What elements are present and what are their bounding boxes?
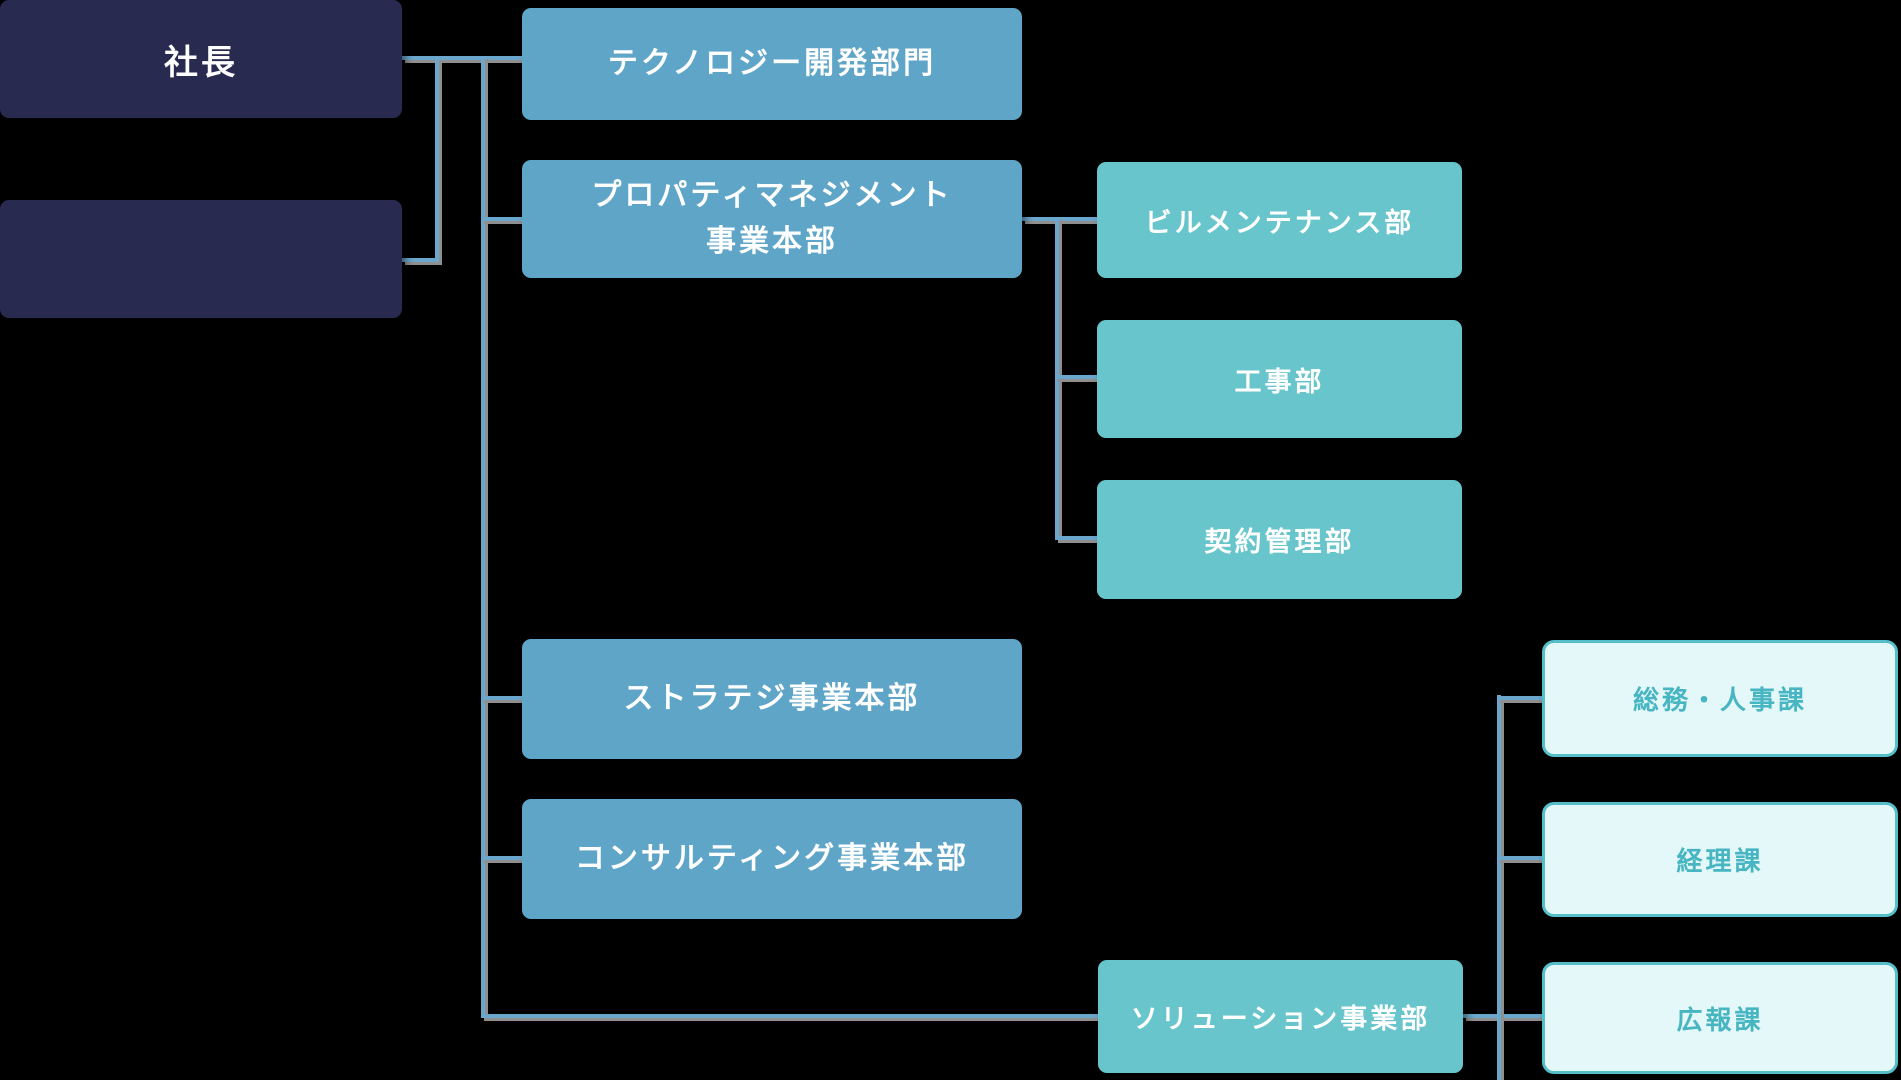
connector-to-contract: [1055, 536, 1097, 540]
node-contract-management-label: 契約管理部: [1204, 527, 1355, 557]
node-property-division-label-line1: プロパティマネジメント: [591, 178, 953, 212]
node-consulting-division: コンサルティング事業本部: [522, 799, 1022, 919]
connector-to-general-affairs: [1497, 696, 1542, 700]
node-solution-dept: ソリューション事業部: [1098, 960, 1463, 1073]
connector-property-to-building: [1022, 217, 1097, 221]
node-general-affairs-hr-section: 総務・人事課: [1542, 640, 1898, 757]
connector-trunk-to-consulting: [481, 856, 522, 860]
node-accounting-label: 経理課: [1676, 846, 1764, 876]
node-solution-label: ソリューション事業部: [1130, 1004, 1431, 1034]
connector-president-bracket-horizontal: [402, 258, 439, 262]
node-consulting-division-label: コンサルティング事業本部: [574, 841, 970, 875]
connector-solution-to-pr: [1463, 1014, 1542, 1018]
node-strategy-division-label: ストラテジ事業本部: [623, 681, 921, 715]
node-building-maintenance-dept: ビルメンテナンス部: [1097, 162, 1462, 278]
connector-trunk-to-strategy: [481, 696, 522, 700]
node-property-division-label-line2: 事業本部: [705, 225, 838, 258]
connector-solution-children-trunk: [1497, 695, 1501, 1080]
node-contract-management-dept: 契約管理部: [1097, 480, 1462, 599]
connector-to-accounting: [1497, 856, 1542, 860]
node-strategy-division: ストラテジ事業本部: [522, 639, 1022, 759]
node-tech-division: テクノロジー開発部門: [522, 8, 1022, 120]
node-building-maintenance-label: ビルメンテナンス部: [1144, 207, 1415, 238]
connector-president-bracket-vertical: [435, 58, 439, 262]
node-accounting-section: 経理課: [1542, 802, 1898, 917]
connector-president-to-tech: [402, 56, 522, 60]
node-tech-division-label: テクノロジー開発部門: [607, 46, 937, 80]
connector-to-construction: [1055, 375, 1097, 379]
node-general-affairs-hr-label: 総務・人事課: [1632, 685, 1807, 715]
node-construction-dept: 工事部: [1097, 320, 1462, 438]
node-property-division: プロパティマネジメント 事業本部: [522, 160, 1022, 278]
node-public-relations-section: 広報課: [1542, 962, 1898, 1074]
connector-trunk-to-property: [481, 217, 522, 221]
connector-main-trunk: [481, 56, 485, 1018]
node-vacant-box: [0, 200, 402, 318]
node-public-relations-label: 広報課: [1676, 1004, 1764, 1035]
node-president: 社長: [0, 0, 402, 118]
connector-trunk-to-solution: [481, 1014, 1098, 1018]
node-construction-label: 工事部: [1234, 366, 1325, 397]
node-president-label: 社長: [164, 43, 238, 82]
